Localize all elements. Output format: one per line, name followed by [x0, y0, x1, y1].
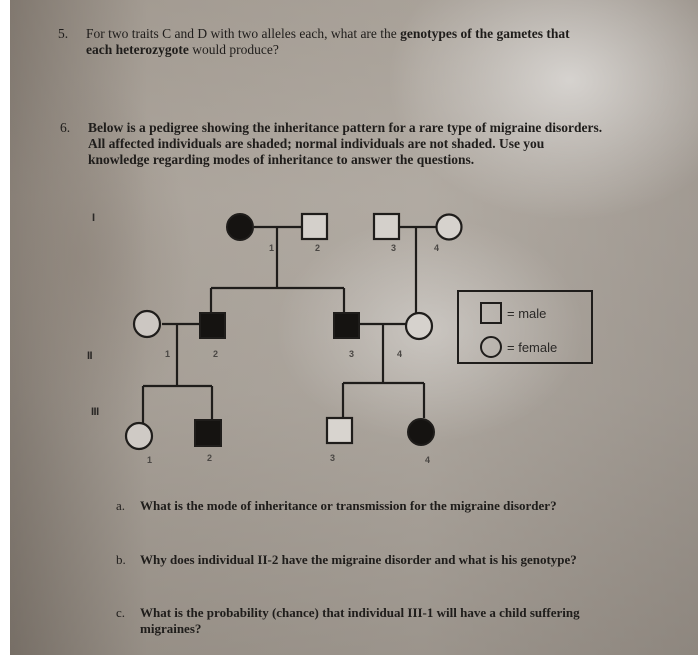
- generation-label-III: III: [91, 406, 99, 418]
- legend-female-label: = female: [507, 339, 558, 355]
- generation-label-I: I: [92, 212, 95, 224]
- question-6-number: 6.: [60, 120, 71, 135]
- label-II1: 1: [165, 349, 171, 359]
- individual-III1-female: [124, 421, 154, 451]
- individual-II2-affected-male: [199, 312, 226, 339]
- question-6-line1: Below is a pedigree showing the inherita…: [88, 120, 603, 135]
- legend-row-male: = male: [479, 301, 546, 325]
- question-6-line3: knowledge regarding modes of inheritance…: [88, 152, 475, 167]
- individual-I3-male: [372, 212, 401, 241]
- question-6-line2: All affected individuals are shaded; nor…: [88, 136, 545, 151]
- subquestion-b-letter: b.: [116, 552, 126, 567]
- subquestion-b: b. Why does individual II-2 have the mig…: [116, 552, 660, 568]
- subquestion-c-text-line2: migraines?: [140, 621, 202, 636]
- label-I4: 4: [434, 243, 440, 253]
- label-III1: 1: [147, 455, 153, 465]
- label-II4: 4: [397, 349, 403, 359]
- subquestion-c: c. What is the probability (chance) that…: [116, 605, 660, 637]
- subquestion-a-text: What is the mode of inheritance or trans…: [140, 498, 557, 513]
- subquestion-c-letter: c.: [116, 605, 126, 620]
- question-6-text: Below is a pedigree showing the inherita…: [88, 120, 678, 168]
- question-5-line1-bold: genotypes of the gametes that: [400, 26, 570, 41]
- individual-I1-affected-female: [226, 213, 254, 241]
- subquestion-c-text-line1: What is the probability (chance) that in…: [140, 605, 580, 620]
- question-5-line1-prefix: For two traits C and D with two alleles …: [86, 26, 401, 41]
- individual-III4-affected-female: [407, 418, 435, 446]
- label-III4: 4: [425, 455, 431, 465]
- individual-II3-affected-male: [333, 312, 360, 339]
- subquestion-b-text: Why does individual II-2 have the migrai…: [140, 552, 577, 567]
- label-I3: 3: [391, 243, 397, 253]
- label-III3: 3: [330, 453, 336, 463]
- legend-male-label: = male: [507, 305, 547, 321]
- question-5-line2-suffix: would produce?: [188, 42, 279, 57]
- individual-I2-male: [300, 212, 329, 241]
- question-5-text: For two traits C and D with two alleles …: [86, 26, 656, 58]
- individual-II1-female: [132, 309, 162, 339]
- label-I2: 2: [315, 243, 321, 253]
- label-II3: 3: [349, 349, 355, 359]
- subquestion-a-letter: a.: [116, 498, 126, 513]
- individual-III2-affected-male: [194, 419, 222, 447]
- legend-box: = male = female: [457, 290, 593, 364]
- individual-II4-female: [404, 311, 434, 341]
- question-5-number: 5.: [58, 26, 69, 41]
- individual-I4-female: [435, 213, 463, 241]
- generation-label-II: II: [87, 350, 93, 362]
- subquestion-a: a. What is the mode of inheritance or tr…: [116, 498, 660, 514]
- legend-row-female: = female: [479, 335, 557, 359]
- male-square-icon: [480, 302, 502, 324]
- label-I1: 1: [269, 243, 275, 253]
- label-III2: 2: [207, 453, 213, 463]
- individual-III3-male: [325, 416, 354, 445]
- female-circle-icon: [480, 336, 502, 358]
- label-II2: 2: [213, 349, 219, 359]
- question-5-line2-bold: each heterozygote: [86, 42, 189, 57]
